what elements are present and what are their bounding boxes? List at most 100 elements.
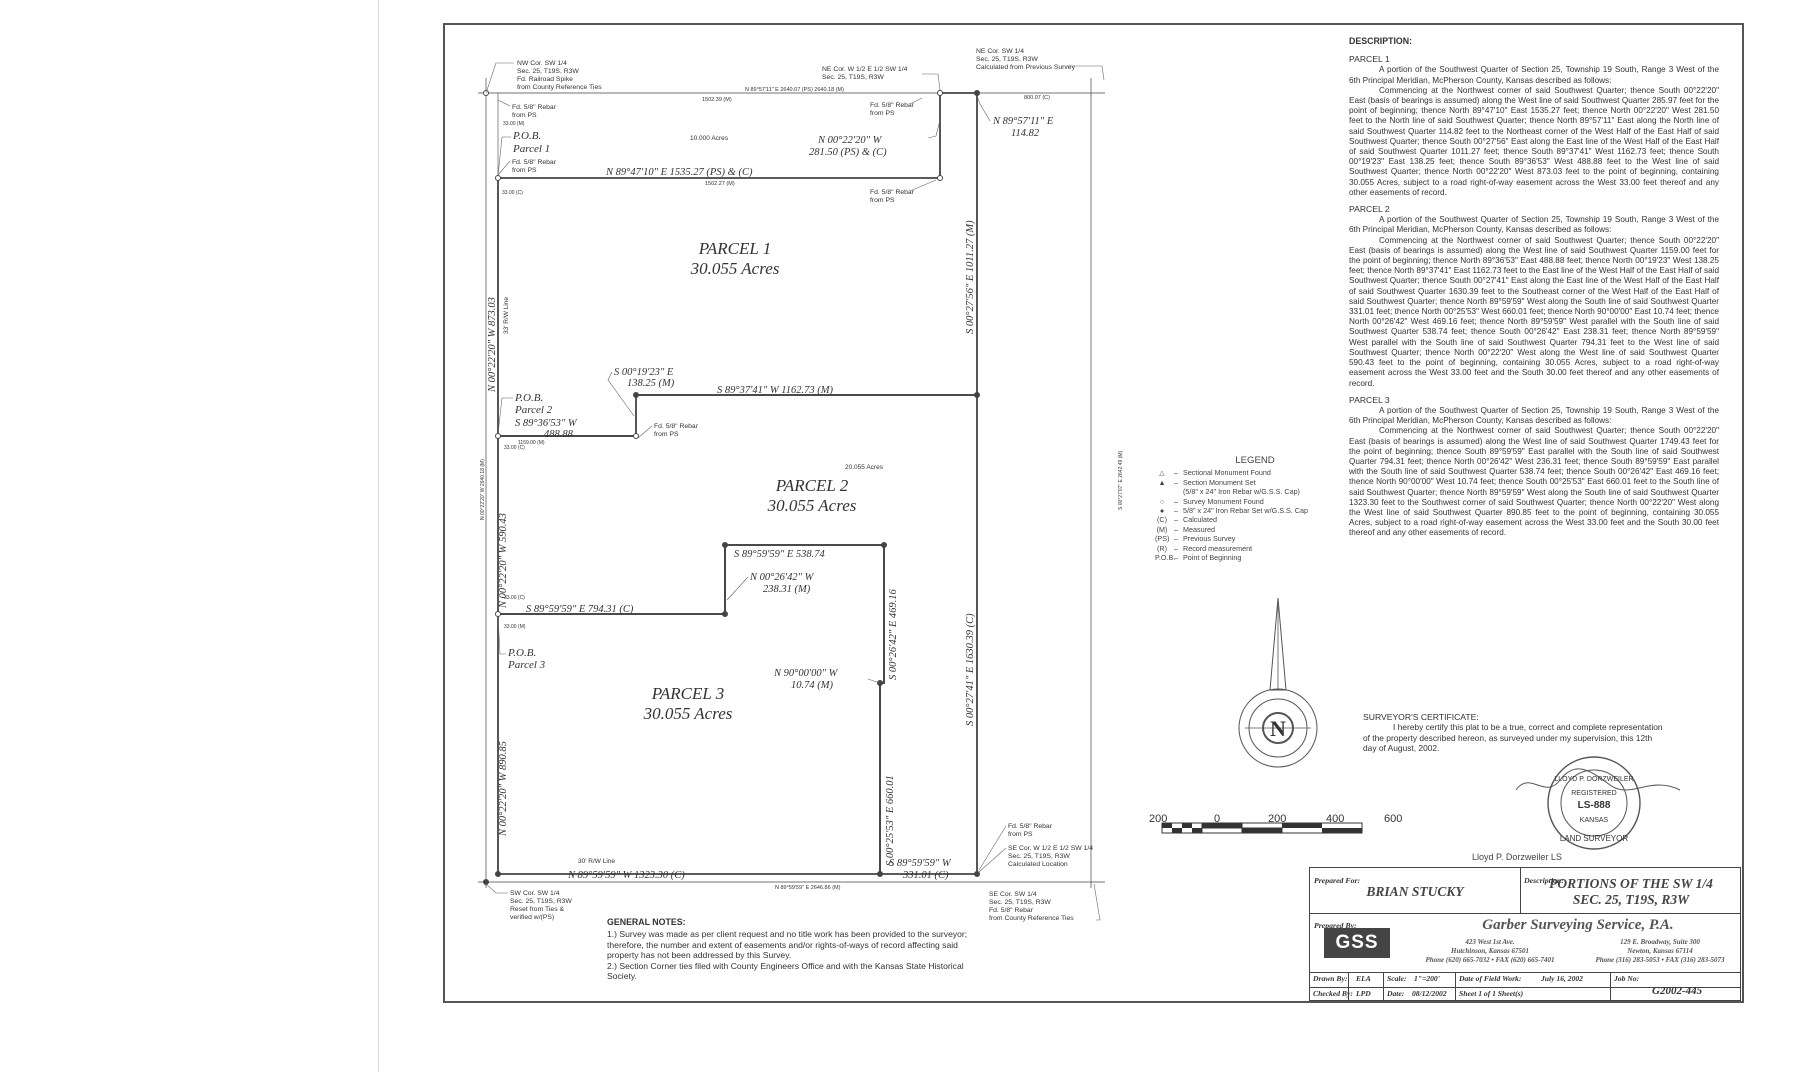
drawing-border bbox=[443, 23, 1744, 1003]
signature bbox=[1515, 768, 1681, 791]
scale-value: 1"=200' bbox=[1414, 974, 1440, 983]
monument-s3 bbox=[974, 871, 980, 877]
svg-text:Sec. 25, T19S, R3W: Sec. 25, T19S, R3W bbox=[976, 56, 1038, 63]
prepared-for-label: Prepared For: bbox=[1314, 876, 1361, 885]
svg-text:Fd. 5/8" Rebar: Fd. 5/8" Rebar bbox=[870, 189, 915, 196]
date-value: 08/12/2002 bbox=[1412, 989, 1447, 998]
svg-text:NE Cor. W 1/2 E 1/2 SW 1/4: NE Cor. W 1/2 E 1/2 SW 1/4 bbox=[822, 66, 908, 73]
leader-p2jog bbox=[607, 371, 635, 417]
leader-se bbox=[1093, 883, 1101, 921]
top-1502: 1502.39 (M) bbox=[702, 97, 732, 103]
svg-text:from PS: from PS bbox=[1008, 831, 1033, 838]
client-name: BRIAN STUCKY bbox=[1366, 884, 1464, 899]
svg-text:LAND SURVEYOR: LAND SURVEYOR bbox=[1560, 834, 1629, 843]
svg-text:SE Cor. W 1/2 E 1/2 SW 1/4: SE Cor. W 1/2 E 1/2 SW 1/4 bbox=[1008, 845, 1093, 852]
certificate-text: I hereby certify this plat to be a true,… bbox=[1363, 722, 1663, 754]
bearing-p1-ne: N 00°22'20" W bbox=[817, 135, 883, 146]
north-letter: N bbox=[1270, 716, 1286, 741]
bearing-p3-jog-dist: 238.31 (M) bbox=[763, 584, 811, 595]
svg-text:SW Cor. SW 1/4: SW Cor. SW 1/4 bbox=[510, 890, 560, 897]
job-number: G2002-445 bbox=[1652, 985, 1703, 997]
south-section-bearing: N 89°59'59" E 2646.86 (M) bbox=[775, 885, 841, 891]
description-title: DESCRIPTION: bbox=[1349, 36, 1413, 46]
parcel-3-acres: 30.055 Acres bbox=[643, 704, 733, 723]
monument-s2 bbox=[877, 871, 883, 877]
scale-bar: 200 0 200 400 600 bbox=[1149, 813, 1402, 834]
leader-nw bbox=[485, 62, 514, 94]
parcel-2-boundary bbox=[497, 394, 978, 875]
bearing-p2-north: S 89°37'41" W 1162.73 (M) bbox=[717, 385, 833, 396]
bearing-ne-east: N 89°57'11" E bbox=[992, 116, 1054, 127]
small-33-e: 33.00 (M) bbox=[503, 121, 525, 127]
parcel-2-acres: 30.055 Acres bbox=[767, 496, 857, 515]
bearing-west-890: N 00°22'20" W 890.85 bbox=[498, 741, 509, 837]
legend-item: (R)–Record measurement bbox=[1157, 543, 1253, 553]
callout-rebar-2: Fd. 5/8" Rebar from PS bbox=[512, 159, 557, 174]
leader-sew bbox=[978, 847, 1007, 873]
pob-3-label: P.O.B. bbox=[507, 647, 536, 659]
callout-rebar-6: Fd. 5/8" Rebar from PS bbox=[1008, 823, 1053, 838]
leader-pob2 bbox=[497, 397, 513, 435]
svg-text:Calculated Location: Calculated Location bbox=[1008, 861, 1068, 868]
surveyor-seal: LLOYD P. DORZWEILER REGISTERED LS-888 KA… bbox=[1515, 756, 1681, 850]
rw-line-label: 33' R/W Line bbox=[503, 297, 510, 334]
monuments bbox=[483, 90, 980, 885]
svg-text:Fd. 5/8" Rebar: Fd. 5/8" Rebar bbox=[654, 423, 699, 430]
pob-2-parcel: Parcel 2 bbox=[514, 404, 553, 416]
legend-item: (C)–Calculated bbox=[1157, 515, 1217, 525]
leader-pob1 bbox=[497, 136, 511, 177]
leader-rebar1 bbox=[497, 99, 511, 107]
bearing-east-1011: S 00°27'56" E 1011.27 (M) bbox=[965, 220, 976, 334]
svg-text:KANSAS: KANSAS bbox=[1580, 817, 1609, 824]
leader-p3small bbox=[867, 678, 881, 684]
bearing-east-1630: S 00°27'41" E 1630.39 (C) bbox=[965, 613, 976, 726]
svg-text:from PS: from PS bbox=[512, 112, 537, 119]
gss-logo: GSS bbox=[1324, 928, 1390, 958]
parcel-2-title: PARCEL 2 bbox=[775, 476, 849, 495]
parcel-2-intro: A portion of the Southwest Quarter of Se… bbox=[1349, 215, 1719, 235]
leader-p3jog bbox=[726, 576, 749, 601]
svg-text:Sec. 25, T19S, R3W: Sec. 25, T19S, R3W bbox=[510, 898, 572, 905]
office-hutchinson: 423 West 1st Ave. Hutchinson, Kansas 675… bbox=[1425, 938, 1555, 964]
legend-item: (PS)–Previous Survey bbox=[1155, 534, 1236, 544]
legend-item: P.O.B.–Point of Beginning bbox=[1155, 553, 1242, 563]
bearing-p3-left: S 89°59'59" E 794.31 (C) bbox=[526, 604, 634, 615]
scale-tick-4: 400 bbox=[1326, 813, 1344, 825]
scale-tick-1: 200 bbox=[1149, 813, 1167, 825]
leader-sw bbox=[485, 883, 508, 894]
svg-text:NW Cor. SW 1/4: NW Cor. SW 1/4 bbox=[517, 60, 567, 67]
pob-1-parcel: Parcel 1 bbox=[512, 143, 550, 155]
svg-text:LS-888: LS-888 bbox=[1578, 800, 1611, 811]
field-work-label: Date of Field Work: bbox=[1459, 974, 1522, 983]
bearing-p2-west: S 89°36'53" W bbox=[515, 418, 578, 429]
svg-text:REGISTERED: REGISTERED bbox=[1571, 790, 1617, 797]
parcel-1-text: Commencing at the Northwest corner of sa… bbox=[1349, 85, 1719, 197]
legend-title: LEGEND bbox=[1235, 455, 1275, 466]
title-block-header: Prepared For: BRIAN STUCKY Description: … bbox=[1310, 868, 1740, 914]
monument-sw bbox=[483, 879, 489, 885]
leader-rebar6 bbox=[978, 825, 1007, 871]
bearing-p3-small: N 90°00'00" W bbox=[773, 668, 839, 679]
bearing-p3-small-dist: 10.74 (M) bbox=[791, 680, 833, 691]
page-edge bbox=[378, 0, 379, 1072]
bearing-south-331: 331.01 (C) bbox=[902, 870, 949, 881]
legend-item: ●–5/8" x 24" Iron Rebar Set w/G.S.S. Cap bbox=[1159, 506, 1308, 516]
ne-0807: 800.07 (C) bbox=[1024, 95, 1050, 101]
callout-rebar-1: Fd. 5/8" Rebar from PS bbox=[512, 104, 557, 119]
leader-ne-w bbox=[922, 73, 941, 91]
monument-p2-jog bbox=[633, 433, 639, 439]
north-arrow: N bbox=[1238, 597, 1318, 768]
callout-ne-w: NE Cor. W 1/2 E 1/2 SW 1/4 Sec. 25, T19S… bbox=[822, 66, 908, 81]
p1-area: 10.000 Acres bbox=[690, 135, 729, 142]
checked-by: LPD bbox=[1356, 989, 1371, 998]
svg-text:Sec. 25, T19S, R3W: Sec. 25, T19S, R3W bbox=[822, 74, 884, 81]
bearing-p2-jog: S 00°19'23" E bbox=[614, 367, 674, 378]
svg-text:from PS: from PS bbox=[512, 167, 537, 174]
field-work-date: July 16, 2002 bbox=[1541, 974, 1583, 983]
pob-1-label: P.O.B. bbox=[512, 130, 541, 142]
drawn-by-label: Drawn By: bbox=[1313, 974, 1348, 983]
monument-p2-n bbox=[633, 392, 639, 398]
leader-rebar4 bbox=[909, 179, 937, 192]
callout-sw: SW Cor. SW 1/4 Sec. 25, T19S, R3W Reset … bbox=[510, 890, 572, 921]
